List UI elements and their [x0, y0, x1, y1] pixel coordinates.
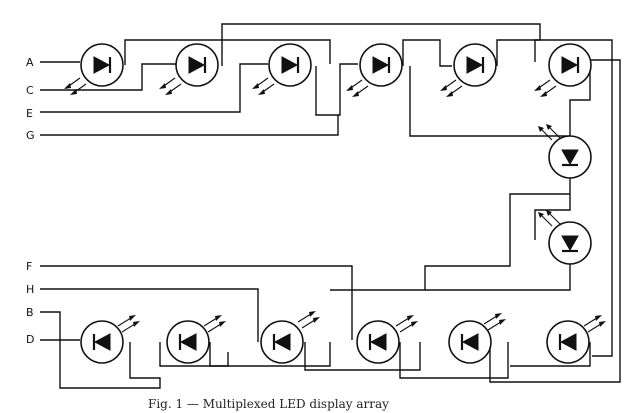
input-label-a: A	[26, 56, 34, 69]
led-right-2	[548, 221, 592, 265]
input-label-c: C	[26, 84, 34, 97]
wiring	[40, 23, 621, 389]
figure-caption: Fig. 1 — Multiplexed LED display array	[148, 397, 389, 411]
input-label-e: E	[26, 107, 33, 120]
led-bottom-1	[80, 320, 124, 364]
input-label-b: B	[26, 306, 34, 319]
led-bottom-2	[166, 320, 210, 364]
led-top-4	[359, 43, 403, 87]
led-bottom-3	[260, 320, 304, 364]
led-bottom-5	[448, 320, 492, 364]
led-top-5	[453, 43, 497, 87]
led-right-1	[548, 135, 592, 179]
emission-arrows	[64, 77, 606, 333]
input-label-f: F	[26, 260, 32, 273]
input-label-g: G	[26, 129, 35, 142]
input-label-h: H	[26, 283, 34, 296]
led-top-6	[548, 43, 592, 87]
led-top-2	[175, 43, 219, 87]
led-top-3	[268, 43, 312, 87]
led-bottom-6	[546, 320, 590, 364]
led-bottom-4	[356, 320, 400, 364]
input-label-d: D	[26, 333, 34, 346]
led-top-1	[80, 43, 124, 87]
